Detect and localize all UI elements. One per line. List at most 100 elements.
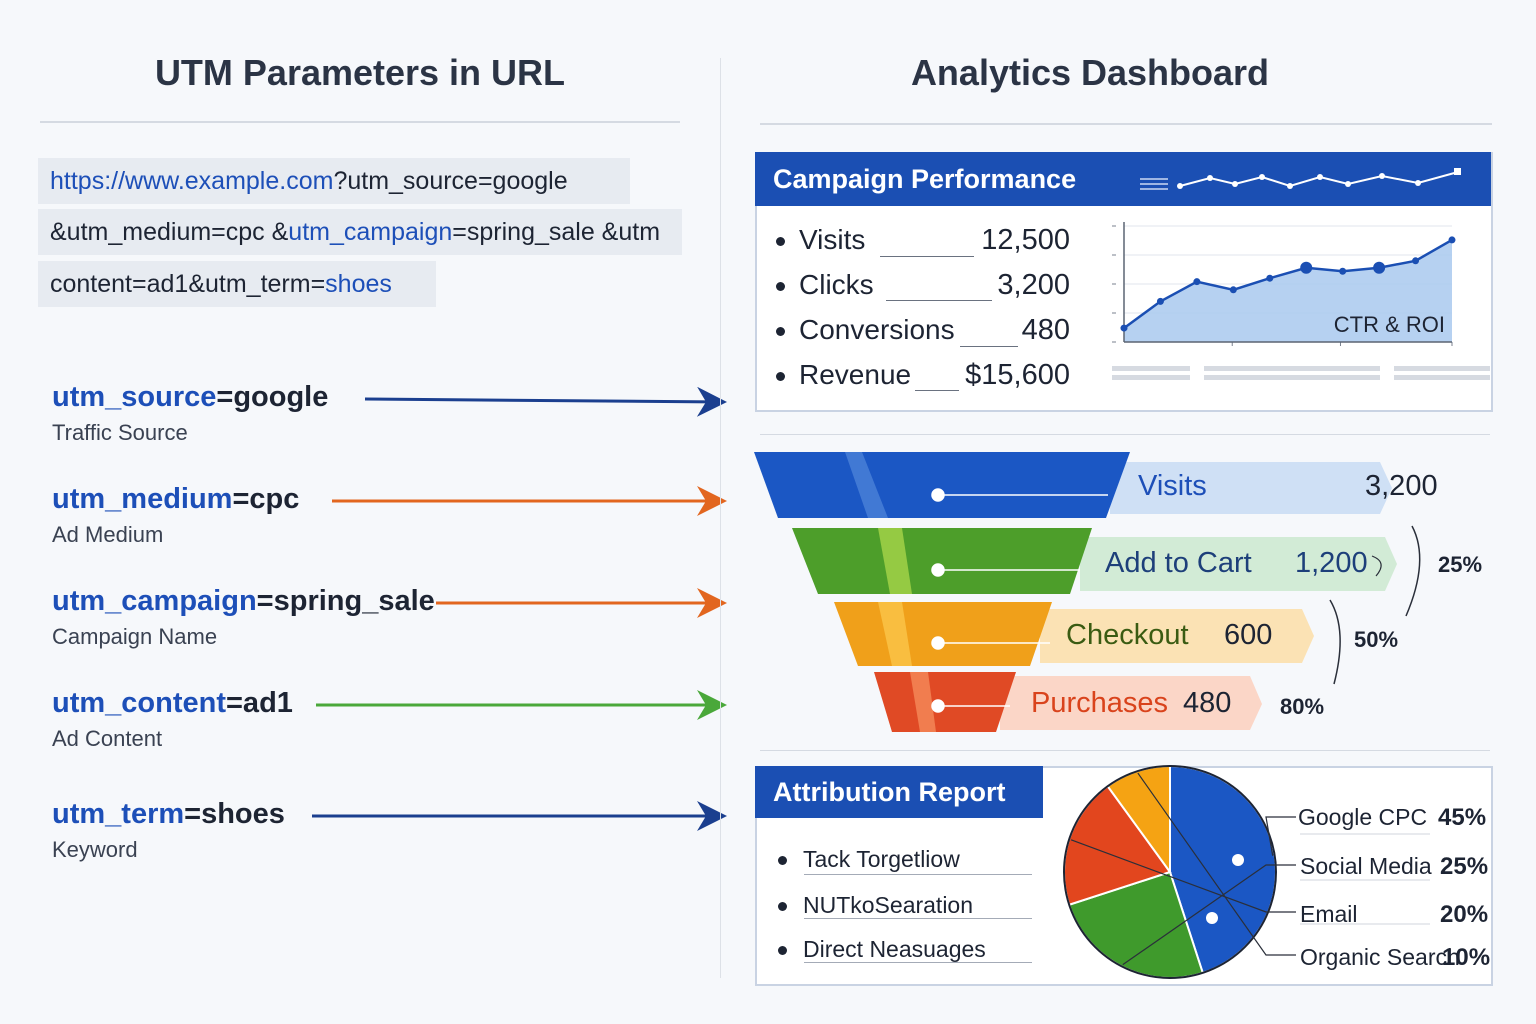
metric-revenue: Revenue bbox=[776, 359, 911, 391]
line-point bbox=[1300, 261, 1313, 274]
left-title: UTM Parameters in URL bbox=[154, 52, 566, 93]
leader-line bbox=[1070, 839, 1296, 913]
param-description: Ad Medium bbox=[52, 522, 164, 547]
funnel-highlight bbox=[910, 672, 936, 732]
metric-label: Revenue bbox=[799, 359, 912, 390]
line-point bbox=[1448, 236, 1456, 244]
param-value: =cpc bbox=[232, 483, 300, 515]
funnel-stage-purchases bbox=[874, 672, 1016, 732]
funnel-value-purchases: 480 bbox=[1183, 687, 1232, 719]
param-utm-campaign: utm_campaign=spring_sale Campaign Name bbox=[52, 585, 435, 650]
metric-conversions-value: 480 bbox=[1021, 314, 1070, 346]
section-divider bbox=[760, 434, 1490, 435]
funnel-value-visits: 3,200 bbox=[1365, 470, 1438, 502]
attribution-underline bbox=[804, 918, 1032, 919]
bullet-icon bbox=[778, 902, 787, 912]
param-value: =spring_sale bbox=[256, 585, 435, 617]
funnel-highlight bbox=[845, 452, 888, 518]
arrow-utm-source bbox=[364, 386, 727, 417]
bullet-icon bbox=[776, 282, 785, 292]
param-utm-medium: utm_medium=cpc Ad Medium bbox=[52, 483, 299, 548]
legend-email: Email bbox=[1300, 901, 1358, 927]
funnel-highlight bbox=[878, 602, 912, 666]
line-point bbox=[1412, 257, 1420, 265]
column-divider bbox=[720, 58, 721, 978]
bullet-icon bbox=[776, 372, 785, 382]
pie-marker bbox=[1206, 912, 1218, 924]
param-key: utm_term bbox=[52, 798, 185, 830]
funnel-band-add-to-cart bbox=[1080, 537, 1397, 591]
line-point bbox=[1339, 267, 1347, 275]
url-line-3: content=ad1&utm_term=shoes bbox=[38, 261, 436, 307]
metric-leader-line bbox=[880, 256, 974, 257]
attribution-item: NUTkoSearation bbox=[778, 892, 973, 919]
section-divider bbox=[760, 750, 1490, 751]
metric-clicks: Clicks bbox=[776, 269, 874, 301]
leader-line bbox=[1122, 864, 1296, 966]
funnel-label-visits: Visits bbox=[1138, 470, 1207, 502]
param-utm-content: utm_content=ad1 Ad Content bbox=[52, 687, 293, 752]
metric-visits-value: 12,500 bbox=[981, 224, 1070, 256]
funnel-label-purchases: Purchases bbox=[1031, 687, 1169, 719]
url-campaign-value: =spring_sale &utm bbox=[452, 218, 661, 246]
panel-footer-bars bbox=[1112, 366, 1490, 380]
funnel-stage-add-to-cart bbox=[792, 528, 1092, 594]
url-term-value: shoes bbox=[325, 270, 392, 298]
param-key: utm_content bbox=[52, 687, 226, 719]
url-campaign-key: utm_campaign bbox=[288, 218, 453, 246]
legend-organic-search-value: 10% bbox=[1442, 944, 1491, 971]
param-value: =ad1 bbox=[226, 687, 293, 719]
attribution-item: Direct Neasuages bbox=[778, 936, 986, 963]
funnel-highlight bbox=[878, 528, 912, 594]
mapping-arrows bbox=[312, 386, 727, 831]
param-description: Traffic Source bbox=[52, 420, 188, 445]
line-point bbox=[1266, 274, 1274, 282]
param-description: Ad Content bbox=[52, 726, 163, 751]
funnel-stage-checkout bbox=[834, 602, 1052, 666]
campaign-performance-title: Campaign Performance bbox=[773, 164, 1077, 194]
metric-visits: Visits bbox=[776, 224, 865, 256]
url-content-segment: content=ad1&utm_term= bbox=[50, 270, 326, 298]
funnel-stage-visits bbox=[754, 452, 1130, 518]
leader-line bbox=[1137, 772, 1296, 956]
metric-label: Conversions bbox=[799, 314, 955, 345]
conversion-brace bbox=[1405, 525, 1421, 617]
conversion-funnel bbox=[754, 452, 1421, 732]
legend-social-media: Social Media bbox=[1300, 853, 1432, 879]
conversion-rate-80: 80% bbox=[1280, 694, 1325, 719]
funnel-band-purchases bbox=[1000, 676, 1262, 730]
metric-label: Visits bbox=[799, 224, 866, 255]
url-domain: https://www.example.com bbox=[50, 167, 334, 195]
line-point bbox=[1156, 297, 1164, 305]
metric-label: Clicks bbox=[799, 269, 874, 300]
conversion-brace bbox=[1329, 599, 1341, 685]
bullet-icon bbox=[778, 946, 787, 956]
conversion-rate-50: 50% bbox=[1354, 627, 1399, 652]
ctr-roi-line-chart bbox=[1112, 222, 1456, 346]
legend-organic-search: Organic Search bbox=[1300, 944, 1460, 970]
attribution-item-label: Direct Neasuages bbox=[803, 936, 986, 962]
legend-email-value: 20% bbox=[1440, 901, 1489, 928]
metric-leader-line bbox=[886, 300, 992, 301]
funnel-label-add-to-cart: Add to Cart bbox=[1105, 547, 1252, 579]
conversion-rate-25: 25% bbox=[1438, 552, 1483, 577]
left-title-divider bbox=[40, 121, 680, 123]
param-value: =google bbox=[216, 381, 329, 413]
pie-outline bbox=[1063, 765, 1277, 979]
leader-line bbox=[1265, 816, 1296, 856]
right-title-divider bbox=[760, 123, 1492, 125]
funnel-band-checkout bbox=[1040, 609, 1314, 663]
funnel-label-checkout: Checkout bbox=[1066, 619, 1189, 651]
line-chart-area bbox=[1124, 239, 1452, 342]
attribution-report-title: Attribution Report bbox=[773, 777, 1006, 807]
line-point bbox=[1229, 286, 1237, 294]
bullet-icon bbox=[776, 237, 785, 247]
attribution-item-label: Tack Torgetliow bbox=[803, 846, 960, 872]
bullet-icon bbox=[776, 327, 785, 337]
attribution-pie-chart bbox=[1063, 764, 1430, 979]
param-description: Campaign Name bbox=[52, 624, 218, 649]
attribution-underline bbox=[804, 962, 1032, 963]
header-sparkline-icon bbox=[1140, 168, 1461, 190]
ctr-roi-chart-label: CTR & ROI bbox=[1333, 312, 1445, 337]
url-source-segment: ?utm_source=google bbox=[333, 167, 568, 195]
